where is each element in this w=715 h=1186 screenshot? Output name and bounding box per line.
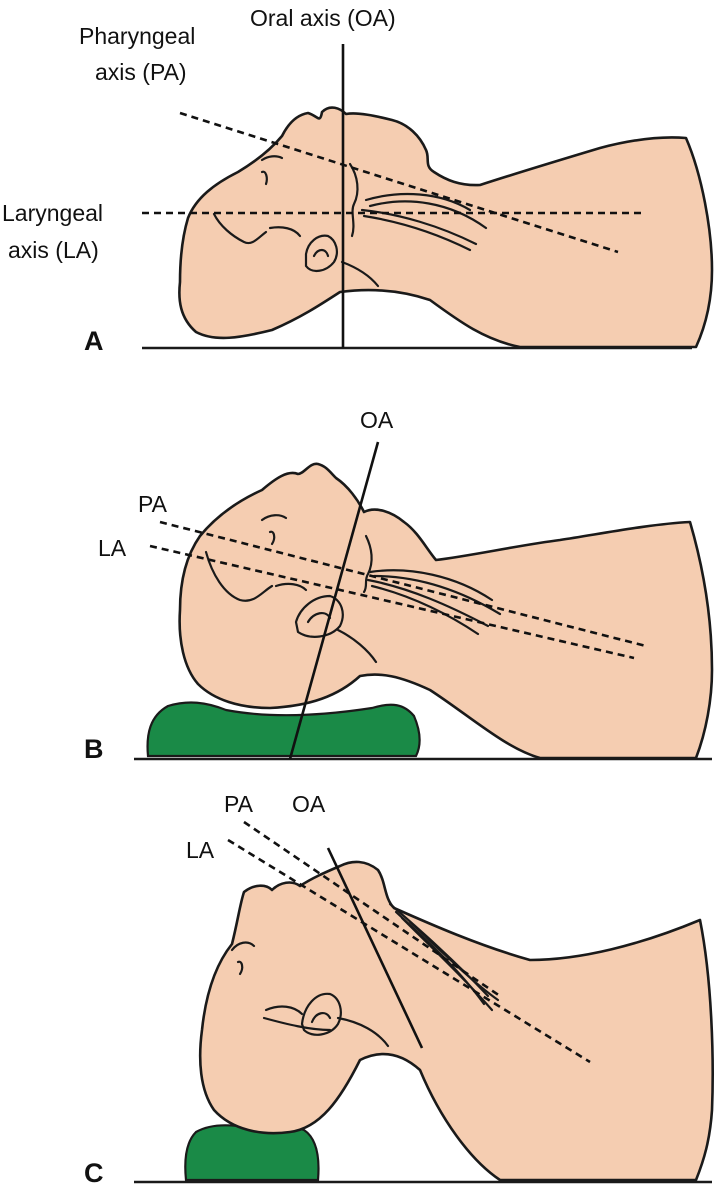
panel-a-body [178,106,714,349]
panel-b: OA PA LA B [84,407,714,764]
panel-a-ear-inner [312,248,330,258]
panel-b-neck-line [336,628,378,664]
panel-b-jaw-line [204,550,274,602]
panel-c-cheek-line [264,1005,304,1016]
panel-a-eyelid [260,170,268,186]
panel-a-oral-label: Oral axis (OA) [250,5,396,31]
panel-a-laryngeal-label-line1: Laryngeal [2,200,103,226]
panel-c-ear [300,992,342,1036]
panel-a-neck-line [340,260,380,288]
panel-b-pillow [146,701,421,758]
panel-a-trachea-2 [362,214,472,252]
panel-b-cheek-line [274,582,308,592]
panel-a-jaw-line [212,212,268,245]
panel-c: PA OA LA C [84,791,714,1186]
panel-a-pharyngeal-axis [179,111,619,254]
panel-b-letter: B [84,734,104,764]
panel-b-trachea-2 [370,584,480,636]
panel-a-ear [304,234,338,272]
panel-b-oral-label: OA [360,407,394,433]
panel-c-laryngeal-label: LA [186,837,215,863]
panel-c-pharyngeal-label: PA [224,791,254,817]
panel-c-jaw-line [262,1016,332,1032]
panel-a-trachea-4 [364,192,472,212]
panel-a-mouth-curve [348,162,359,238]
panel-a-pharyngeal-label-line2: axis (PA) [95,59,187,85]
panel-a-laryngeal-label-line2: axis (LA) [8,237,99,263]
panel-b-eye [260,514,288,522]
panel-a-trachea-3 [368,200,488,230]
panel-c-laryngeal-axis [227,838,591,1064]
panel-b-trachea-1 [366,578,490,628]
panel-c-letter: C [84,1158,104,1186]
panel-b-trachea-4 [368,569,494,602]
panel-b-mouth-curve [362,534,373,594]
panel-c-ear-inner [310,1012,332,1024]
panel-c-trachea-3 [400,916,494,1012]
panel-b-oral-axis [288,441,380,760]
panel-c-eye [230,941,256,952]
panel-a: Oral axis (OA) Pharyngeal axis (PA) Lary… [2,5,714,356]
panel-c-neck-line [336,1016,390,1048]
panel-a-letter: A [84,326,104,356]
panel-b-eyelid [268,530,276,546]
panel-a-cheek-line [268,226,302,238]
panel-a-pharyngeal-label-line1: Pharyngeal [79,23,195,49]
panel-b-laryngeal-label: LA [98,535,127,561]
panel-a-eye [260,155,284,162]
panel-b-ear [294,594,344,638]
panel-c-oral-axis [326,847,424,1049]
panel-c-body [198,860,714,1182]
panel-c-oral-label: OA [292,791,326,817]
panel-b-body [178,462,714,760]
panel-a-trachea-1 [360,208,478,246]
panel-c-pillow [184,1124,320,1182]
panel-b-pharyngeal-label: PA [138,491,168,517]
panel-b-laryngeal-axis [149,544,635,660]
panel-c-eyelid [236,960,244,976]
panel-c-pharyngeal-axis [243,820,501,998]
